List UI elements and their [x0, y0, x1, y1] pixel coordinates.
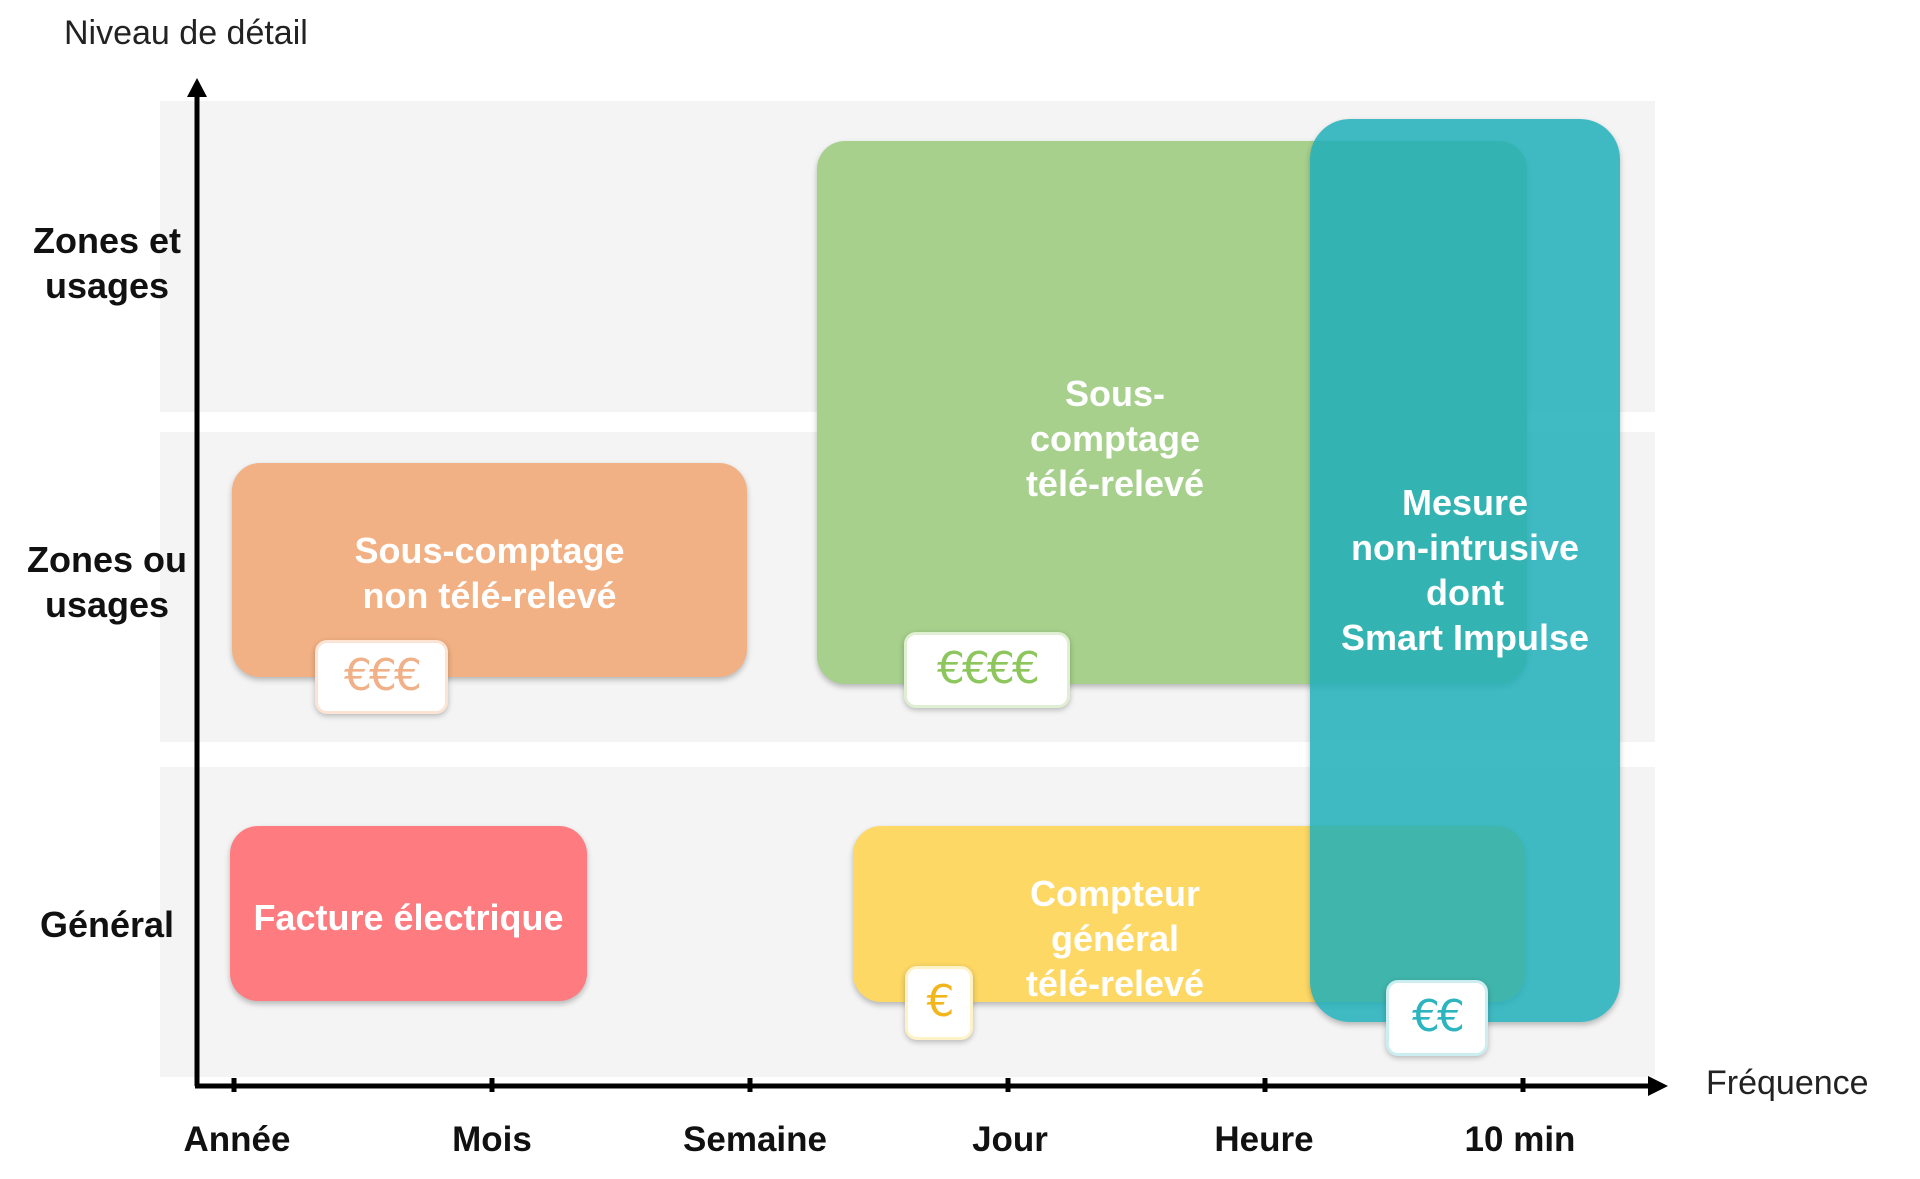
x-label-10-min: 10 min	[1464, 1120, 1576, 1159]
x-axis-arrow	[1648, 1076, 1668, 1096]
y-axis-title: Niveau de détail	[64, 14, 308, 52]
y-label-zones-et-usages: Zones et usages	[32, 220, 182, 306]
label-compteur-general-tele-releve: Compteur général télé-relevé	[1025, 873, 1205, 1004]
box-mesure-non-intrusive	[1310, 119, 1620, 1022]
price-badge-compteur-general: €	[905, 966, 973, 1040]
box-facture-electrique	[230, 826, 587, 1001]
label-sous-comptage-non-tele-releve: Sous-comptage non télé-relevé	[354, 530, 625, 616]
y-label-general: Général	[39, 904, 175, 945]
label-mesure-non-intrusive: Mesure non-intrusive dont Smart Impulse	[1340, 482, 1590, 658]
x-label-annee: Année	[183, 1120, 291, 1159]
price-text: €€€	[344, 650, 422, 701]
y-label-zones-ou-usages: Zones ou usages	[27, 539, 187, 625]
y-axis-arrow	[187, 78, 207, 97]
x-label-jour: Jour	[972, 1120, 1048, 1159]
x-label-mois: Mois	[452, 1120, 532, 1159]
x-axis-title: Fréquence	[1706, 1064, 1869, 1102]
x-label-heure: Heure	[1214, 1120, 1314, 1159]
price-text: €€	[1412, 991, 1465, 1042]
price-badge-sous-comptage-tele-releve: €€€€	[904, 632, 1070, 708]
price-text: €€€€	[937, 643, 1040, 694]
price-badge-mesure-non-intrusive: €€	[1386, 980, 1488, 1056]
price-badge-sous-comptage-non-tele-releve: €€€	[315, 640, 448, 714]
x-label-semaine: Semaine	[683, 1120, 827, 1159]
price-text: €	[926, 976, 955, 1027]
box-sous-comptage-non-tele-releve	[232, 463, 747, 677]
label-facture-electrique: Facture électrique	[253, 897, 564, 938]
label-sous-comptage-tele-releve: Sous- comptage télé-relevé	[1025, 373, 1205, 504]
